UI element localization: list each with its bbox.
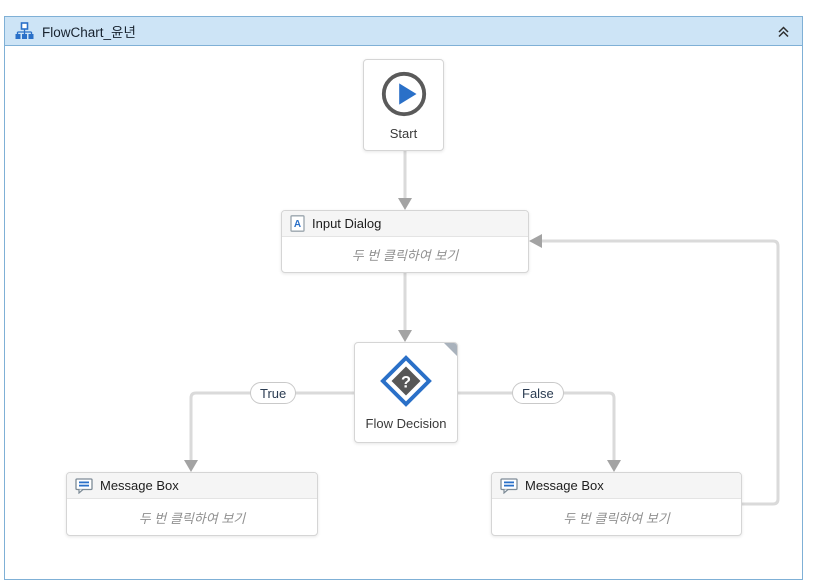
message-box-true-title: Message Box [100,478,179,493]
collapse-button[interactable] [774,22,792,40]
input-dialog-header: A Input Dialog [282,211,528,237]
svg-text:A: A [294,219,301,230]
svg-text:?: ? [401,373,411,391]
message-box-false-body[interactable]: 두 번 클릭하여 보기 [563,510,670,526]
message-box-false-header: Message Box [492,473,741,499]
chevron-double-up-icon [777,25,789,37]
start-node-label: Start [389,126,418,141]
start-play-icon [379,69,429,119]
flowchart-icon [15,21,34,41]
message-box-false-node[interactable]: Message Box 두 번 클릭하여 보기 [491,472,742,536]
branch-label-true[interactable]: True [250,382,297,404]
message-box-true-node[interactable]: Message Box 두 번 클릭하여 보기 [66,472,318,536]
corner-fold-icon [444,343,457,356]
message-box-icon [500,477,518,494]
input-dialog-node[interactable]: A Input Dialog 두 번 클릭하여 보기 [281,210,529,273]
message-box-false-title: Message Box [525,478,604,493]
flowchart-titlebar: FlowChart_윤년 [5,17,802,46]
flow-decision-node[interactable]: ? Flow Decision [354,342,458,443]
flowchart-title: FlowChart_윤년 [42,25,136,40]
flowchart-designer-panel: FlowChart_윤년 Start A In [4,16,803,580]
branch-label-false[interactable]: False [512,382,564,404]
flow-decision-label: Flow Decision [365,416,447,431]
message-box-true-header: Message Box [67,473,317,499]
flow-decision-icon: ? [379,354,433,408]
input-dialog-body[interactable]: 두 번 클릭하여 보기 [351,248,459,263]
start-node[interactable]: Start [363,59,444,151]
input-dialog-title: Input Dialog [312,216,382,231]
message-box-true-body[interactable]: 두 번 클릭하여 보기 [138,510,246,526]
message-box-icon [75,477,93,494]
input-dialog-icon: A [290,215,305,232]
